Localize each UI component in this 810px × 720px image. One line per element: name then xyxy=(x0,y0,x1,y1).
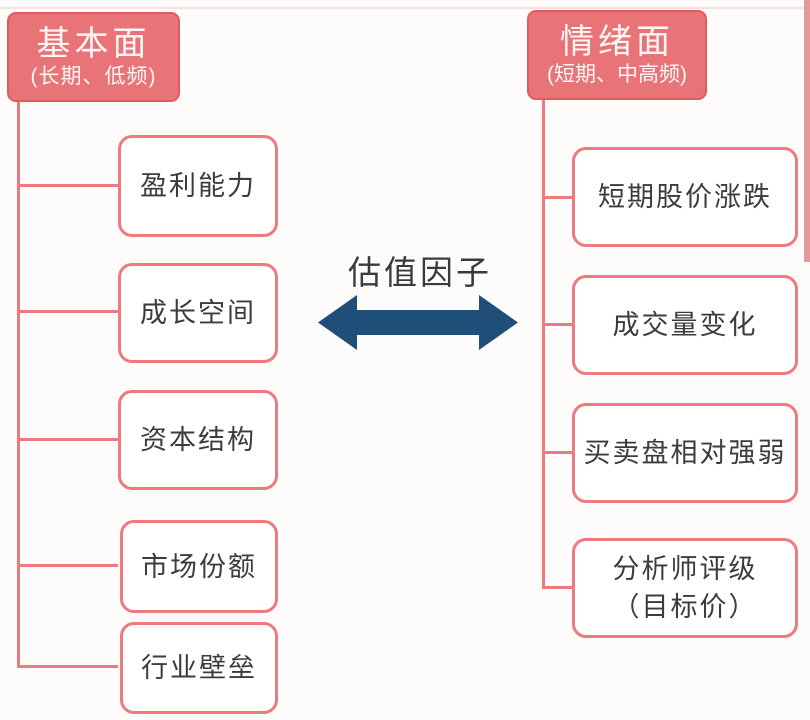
left-branch-line-1 xyxy=(17,184,118,187)
node-volume-change-label: 成交量变化 xyxy=(612,310,758,340)
right-branch-line-2 xyxy=(542,323,572,326)
node-growth-potential: 成长空间 xyxy=(118,263,278,363)
fundamentals-root-node: 基本面 (长期、低频) xyxy=(7,12,180,102)
sentiment-subtitle: (短期、中高频) xyxy=(547,63,687,86)
left-trunk-line xyxy=(17,102,20,668)
clipped-border-right xyxy=(804,0,810,262)
fundamentals-title: 基本面 xyxy=(36,25,151,63)
node-growth-potential-label: 成长空间 xyxy=(140,298,256,328)
node-market-share-label: 市场份额 xyxy=(141,551,257,582)
right-branch-line-3 xyxy=(542,451,572,454)
valuation-factor-label: 估值因子 xyxy=(348,254,492,291)
right-trunk-line xyxy=(542,100,545,589)
node-short-term-price-moves: 短期股价涨跌 xyxy=(572,147,798,247)
left-branch-line-2 xyxy=(17,310,118,313)
node-bid-ask-strength-label: 买卖盘相对强弱 xyxy=(583,438,787,468)
right-branch-line-4 xyxy=(542,586,572,589)
node-analyst-rating: 分析师评级 （目标价） xyxy=(572,538,798,638)
node-volume-change: 成交量变化 xyxy=(572,275,798,375)
node-capital-structure-label: 资本结构 xyxy=(140,425,256,455)
sentiment-title: 情绪面 xyxy=(560,23,674,61)
node-industry-barriers-label: 行业壁垒 xyxy=(141,653,257,683)
left-branch-line-3 xyxy=(17,438,118,441)
fundamentals-subtitle: (长期、低频) xyxy=(30,65,157,88)
node-industry-barriers: 行业壁垒 xyxy=(120,622,278,714)
sentiment-root-node: 情绪面 (短期、中高频) xyxy=(527,10,707,100)
left-branch-line-5 xyxy=(17,665,118,668)
node-market-share: 市场份额 xyxy=(120,520,278,613)
left-branch-line-4 xyxy=(17,564,118,567)
node-analyst-rating-sublabel: （目标价） xyxy=(612,592,758,622)
right-branch-line-1 xyxy=(542,196,572,199)
node-profitability-label: 盈利能力 xyxy=(140,171,256,201)
node-profitability: 盈利能力 xyxy=(118,135,278,237)
node-analyst-rating-label: 分析师评级 xyxy=(612,554,758,584)
clipped-border-top xyxy=(0,7,810,9)
double-arrow-icon xyxy=(318,294,518,351)
node-capital-structure: 资本结构 xyxy=(118,390,278,490)
node-short-term-price-moves-label: 短期股价涨跌 xyxy=(598,182,772,212)
node-bid-ask-strength: 买卖盘相对强弱 xyxy=(572,403,798,503)
